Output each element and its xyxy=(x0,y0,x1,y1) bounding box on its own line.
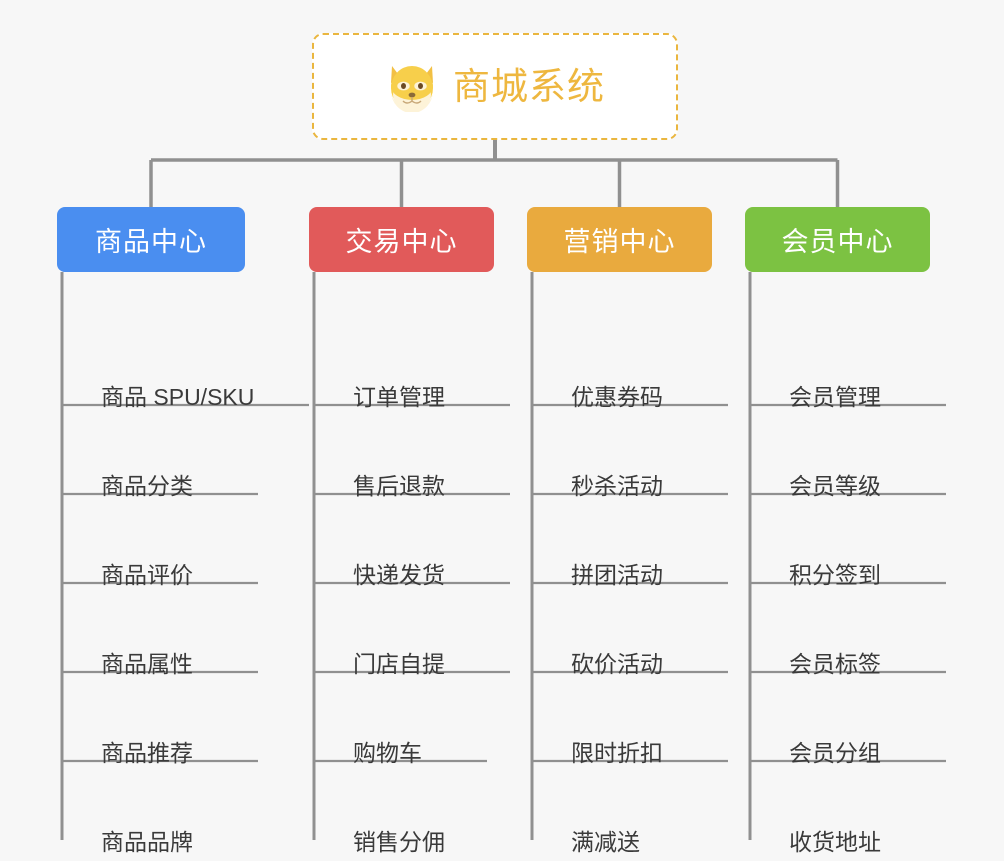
leaf-item-label: 商品 SPU/SKU xyxy=(101,384,255,410)
leaf-item[interactable]: 限时折扣 xyxy=(571,683,723,772)
leaf-item-label: 限时折扣 xyxy=(571,740,663,766)
leaf-item[interactable]: 售后退款 xyxy=(353,416,505,505)
leaf-item[interactable]: 购物车 xyxy=(353,683,482,772)
leaf-item[interactable]: 快递发货 xyxy=(353,505,505,594)
leaf-item[interactable]: 秒杀活动 xyxy=(571,416,723,505)
leaf-item[interactable]: 会员等级 xyxy=(789,416,941,505)
leaf-item-label: 商品属性 xyxy=(101,651,193,677)
leaf-item-label: 砍价活动 xyxy=(571,651,663,677)
leaf-item-label: 快递发货 xyxy=(353,562,445,588)
leaf-item-label: 销售分佣 xyxy=(353,829,445,855)
leaf-item-label: 积分签到 xyxy=(789,562,881,588)
leaf-item[interactable]: 优惠券码 xyxy=(571,327,723,416)
leaf-item-label: 会员分组 xyxy=(789,740,881,766)
leaf-item-label: 会员标签 xyxy=(789,651,881,677)
leaf-item[interactable]: 积分签到 xyxy=(789,505,941,594)
leaf-item-label: 秒杀活动 xyxy=(571,473,663,499)
leaf-item-label: 售后退款 xyxy=(353,473,445,499)
shiba-dog-face-icon xyxy=(391,65,433,112)
leaf-item[interactable]: 会员标签 xyxy=(789,594,941,683)
mindmap-canvas: 商城系统 商品中心商品 SPU/SKU 商品分类商品评价商品属性商品推荐商品品牌 交… xyxy=(57,33,946,854)
leaf-item[interactable]: 满减送 xyxy=(571,772,700,861)
leaf-item[interactable]: 收货地址 xyxy=(789,772,941,861)
leaf-item[interactable]: 拼团活动 xyxy=(571,505,723,594)
leaf-item[interactable]: 商品分类 xyxy=(101,416,253,505)
leaf-item-label: 满减送 xyxy=(571,829,640,855)
leaf-item-label: 拼团活动 xyxy=(571,562,663,588)
leaf-item-label: 会员管理 xyxy=(789,384,881,410)
leaf-item-label: 订单管理 xyxy=(353,384,445,410)
leaf-item-label: 购物车 xyxy=(353,740,422,766)
leaf-item[interactable]: 砍价活动 xyxy=(571,594,723,683)
leaf-item[interactable]: 商品属性 xyxy=(101,594,253,683)
leaf-item[interactable]: 会员管理 xyxy=(789,327,941,416)
leaf-item[interactable]: 商品 SPU/SKU xyxy=(101,327,304,416)
leaf-item[interactable]: 商品品牌 xyxy=(101,772,253,861)
leaf-item[interactable]: 销售分佣 xyxy=(353,772,505,861)
leaf-item-label: 会员等级 xyxy=(789,473,881,499)
leaf-item[interactable]: 商品评价 xyxy=(101,505,253,594)
leaf-item[interactable]: 门店自提 xyxy=(353,594,505,683)
root-title: 商城系统 xyxy=(453,66,605,107)
category-header-4[interactable]: 会员中心 xyxy=(745,207,930,272)
leaf-item-label: 收货地址 xyxy=(789,829,881,855)
leaf-item-label: 商品推荐 xyxy=(101,740,193,766)
leaf-item-label: 优惠券码 xyxy=(571,384,663,410)
category-header-1[interactable]: 商品中心 xyxy=(57,207,245,272)
leaf-item[interactable]: 订单管理 xyxy=(353,327,505,416)
leaf-item-label: 商品分类 xyxy=(101,473,193,499)
leaf-item-label: 门店自提 xyxy=(353,651,445,677)
leaf-item-label: 商品品牌 xyxy=(101,829,193,855)
leaf-item[interactable]: 商品推荐 xyxy=(101,683,253,772)
root-node[interactable]: 商城系统 xyxy=(312,33,678,140)
leaf-item-label: 商品评价 xyxy=(101,562,193,588)
leaf-item[interactable]: 会员分组 xyxy=(789,683,941,772)
category-header-2[interactable]: 交易中心 xyxy=(309,207,494,272)
category-header-3[interactable]: 营销中心 xyxy=(527,207,712,272)
